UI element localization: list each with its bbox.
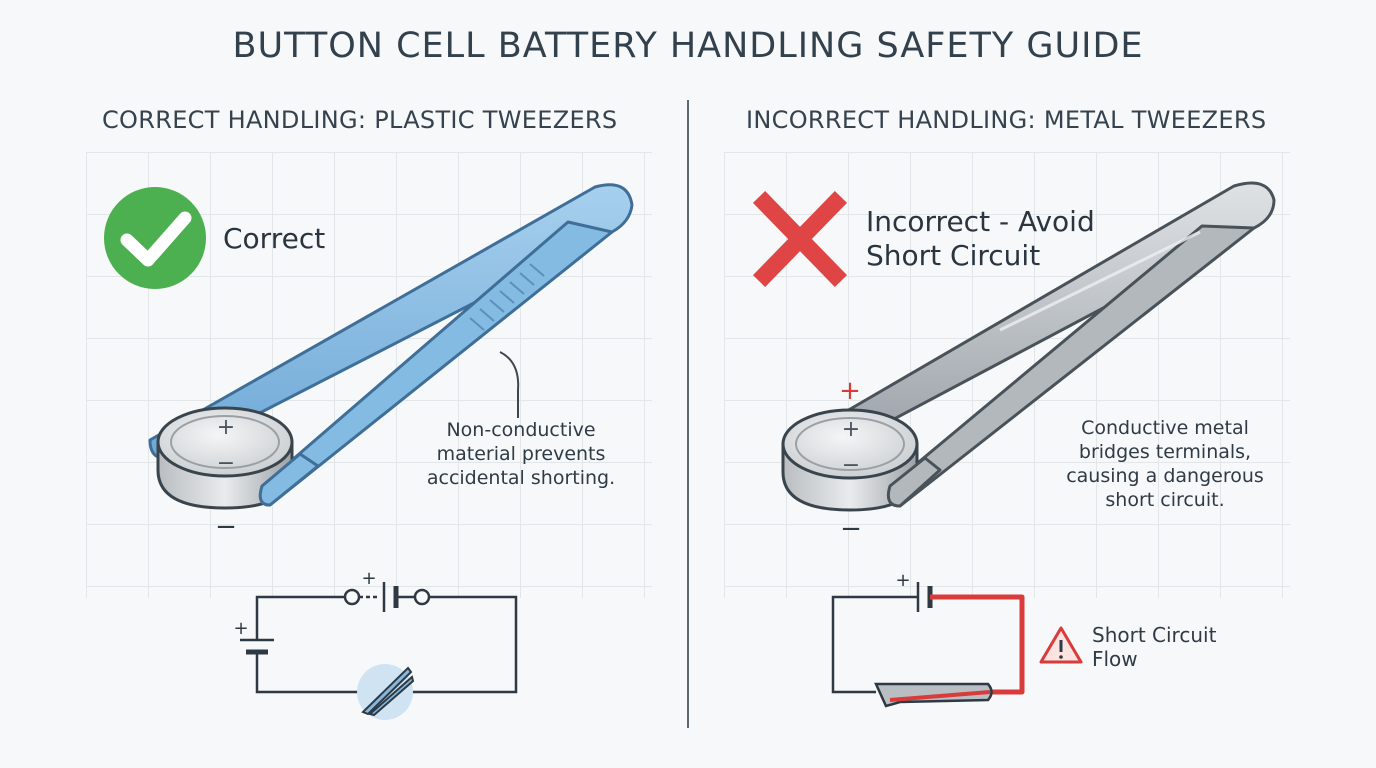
left-panel-heading: CORRECT HANDLING: PLASTIC TWEEZERS xyxy=(102,106,618,134)
correct-status-label: Correct xyxy=(223,222,326,255)
cross-icon xyxy=(752,190,848,288)
right-circuit-diagram xyxy=(831,582,1025,708)
left-circuit-diagram xyxy=(240,582,518,694)
warning-triangle-icon xyxy=(1039,626,1083,664)
left-note: Non-conductive material prevents acciden… xyxy=(426,419,616,489)
right-note: Conductive metal bridges terminals, caus… xyxy=(1066,417,1264,511)
plastic-tweezer-tip xyxy=(258,452,320,507)
panel-divider xyxy=(687,100,689,728)
left-battery-minus: − xyxy=(217,451,235,476)
right-terminal-plus: + xyxy=(839,376,861,406)
left-battery-plus: + xyxy=(217,415,235,440)
circuit-tweezer-icon xyxy=(357,664,415,720)
right-battery-plus: + xyxy=(842,417,860,442)
button-cell-battery-left xyxy=(156,406,294,510)
left-circuit-switch-plus: + xyxy=(361,568,376,589)
page-title: BUTTON CELL BATTERY HANDLING SAFETY GUID… xyxy=(232,26,1144,66)
short-circuit-flow-label: Short Circuit Flow xyxy=(1092,623,1217,671)
right-panel-heading: INCORRECT HANDLING: METAL TWEEZERS xyxy=(746,106,1267,134)
right-terminal-minus: − xyxy=(840,514,862,544)
right-battery-minus: − xyxy=(842,453,860,478)
metal-tweezers xyxy=(838,181,1276,508)
incorrect-status-label: Incorrect - Avoid Short Circuit xyxy=(866,205,1095,272)
checkmark-icon xyxy=(104,187,206,289)
left-terminal-minus: − xyxy=(215,512,237,542)
left-callout-line xyxy=(499,351,520,418)
metal-tweezer-tip xyxy=(886,456,942,508)
left-circuit-battery-plus: + xyxy=(233,618,248,639)
right-circuit-plus: + xyxy=(895,570,910,591)
